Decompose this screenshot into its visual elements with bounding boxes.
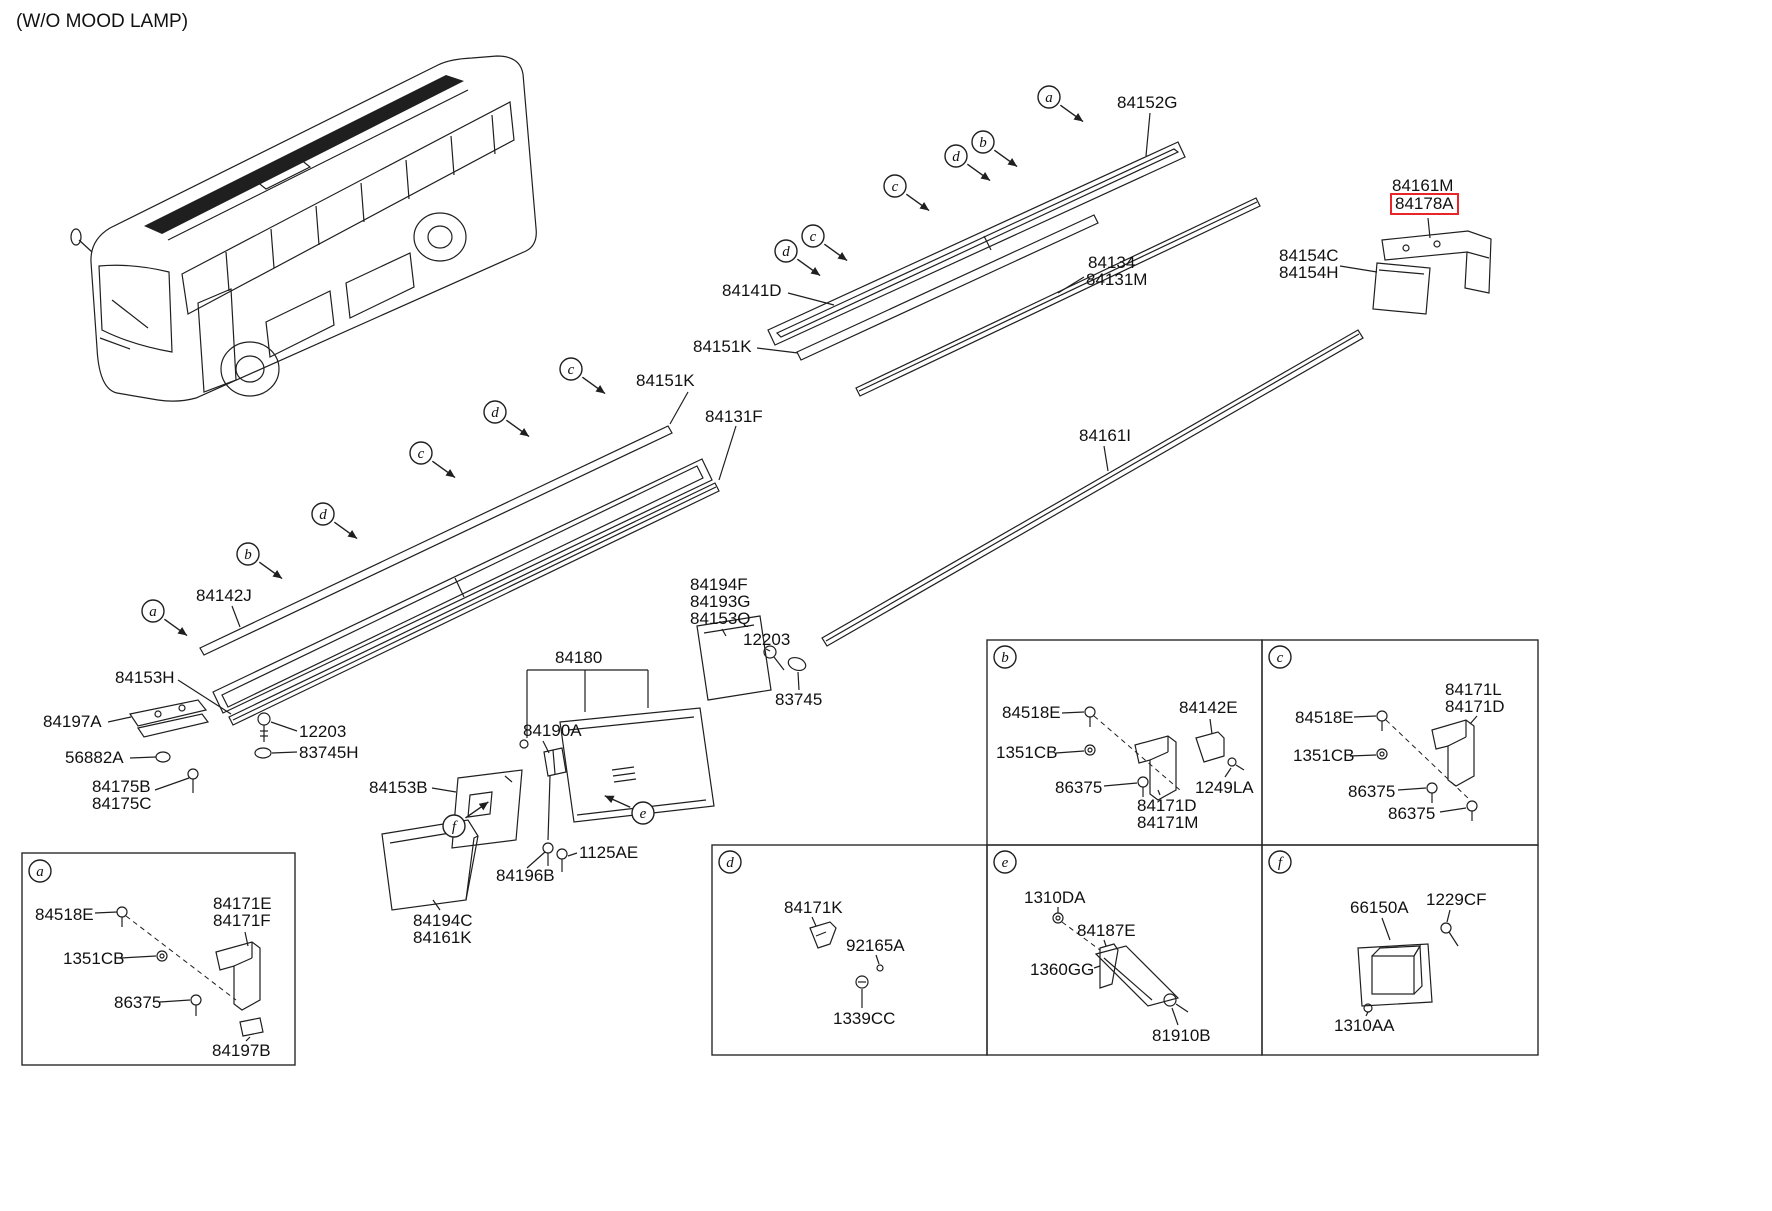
callout-c: c	[883, 174, 930, 212]
svg-text:a: a	[36, 864, 44, 880]
box-f-parts	[1357, 909, 1459, 1017]
svg-text:f: f	[452, 819, 458, 835]
screw-12203-right	[763, 645, 785, 671]
roof-trim-frame-mid	[212, 458, 713, 714]
svg-text:a: a	[149, 604, 157, 620]
strip-84142j	[199, 425, 673, 656]
callout-e: e	[604, 795, 655, 825]
callout-a: a	[28, 859, 52, 883]
screw-84196b	[542, 842, 554, 866]
assembly-84180	[526, 669, 715, 823]
callout-c: c	[1268, 645, 1292, 669]
grommet-83745	[787, 656, 807, 672]
box-c-parts	[1349, 710, 1478, 821]
box-e-parts	[1052, 907, 1189, 1026]
screw-1125ae	[556, 848, 568, 872]
svg-text:b: b	[244, 547, 252, 563]
svg-text:c: c	[418, 446, 425, 462]
callout-b: b	[236, 542, 283, 580]
svg-text:f: f	[1278, 855, 1284, 871]
callout-f: f	[442, 801, 489, 838]
callout-d: d	[483, 400, 530, 438]
svg-text:d: d	[726, 855, 734, 871]
grommet-56882a	[155, 751, 171, 763]
bracket-84161m	[1381, 230, 1492, 294]
svg-text:b: b	[1001, 650, 1009, 666]
svg-text:d: d	[952, 149, 960, 165]
strip-84151k-top	[796, 214, 1099, 361]
callout-d: d	[718, 850, 742, 874]
svg-text:b: b	[979, 135, 987, 151]
svg-text:c: c	[810, 229, 817, 245]
callout-c: c	[409, 441, 456, 479]
svg-text:d: d	[491, 405, 499, 421]
callout-a: a	[1037, 85, 1084, 123]
callout-d: d	[311, 502, 358, 540]
box-d-parts	[809, 916, 884, 1008]
callout-d: d	[774, 239, 821, 277]
panel-frames	[21, 639, 1539, 1066]
pad-84154c	[1372, 262, 1431, 315]
roof-trim-frame-top	[767, 141, 1186, 346]
svg-text:d: d	[782, 244, 790, 260]
svg-text:e: e	[1002, 855, 1009, 871]
wedge-84194c	[381, 819, 479, 911]
bracket-84197a	[129, 699, 210, 738]
callout-b: b	[971, 130, 1018, 168]
svg-text:c: c	[568, 362, 575, 378]
box-b-parts	[1055, 706, 1245, 801]
box-a-parts	[94, 906, 264, 1042]
callout-a: a	[141, 599, 188, 637]
callout-c: c	[801, 224, 848, 262]
leader-lines	[107, 112, 1431, 911]
bracket-84190a	[519, 739, 567, 841]
callout-d: d	[944, 144, 991, 182]
svg-text:a: a	[1045, 90, 1053, 106]
bus-illustration	[70, 55, 537, 402]
svg-text:c: c	[892, 179, 899, 195]
callout-e: e	[993, 850, 1017, 874]
screw-84175	[187, 768, 199, 793]
strip-84161i	[821, 329, 1364, 647]
svg-text:d: d	[319, 507, 327, 523]
strip-84153h	[228, 482, 720, 726]
plate-84153b	[451, 769, 523, 849]
svg-text:c: c	[1277, 650, 1284, 666]
strip-84134	[855, 197, 1261, 397]
callout-f: f	[1268, 850, 1292, 874]
grommet-83745h	[254, 747, 272, 759]
callout-c: c	[559, 357, 606, 395]
callout-b: b	[993, 645, 1017, 669]
panel-84194f	[696, 615, 772, 701]
screw-12203-left	[257, 712, 271, 742]
svg-text:e: e	[640, 806, 647, 822]
